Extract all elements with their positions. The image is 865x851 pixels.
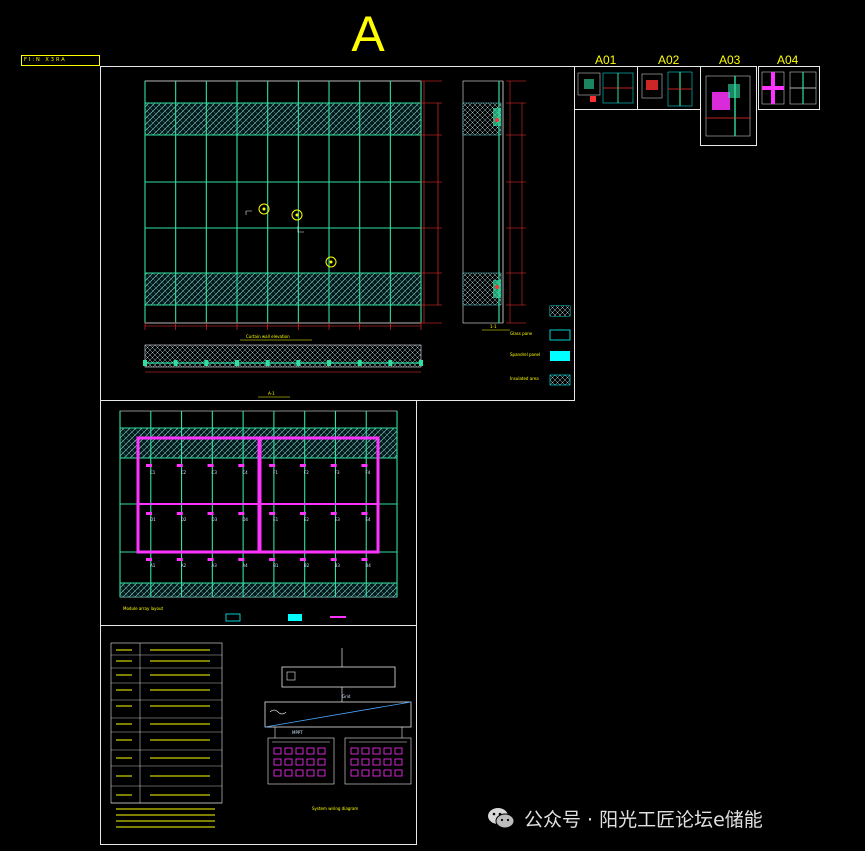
array-module-label: B2	[303, 563, 310, 568]
array-module-label: F4	[365, 470, 371, 475]
legend-strip-text: FI:N X3RA	[24, 57, 67, 63]
array-module-label: D4	[242, 517, 248, 522]
elevation-section-label: 1-1	[490, 324, 497, 329]
array-module-label: E1	[273, 517, 279, 522]
detail-label-a03: A03	[719, 53, 741, 67]
array-module-label: B1	[273, 563, 279, 568]
legend-strip: FI:N X3RA	[21, 55, 100, 66]
array-module-label: A1	[150, 563, 156, 568]
detail-label-a01: A01	[595, 53, 617, 67]
detail-label-a04: A04	[777, 53, 799, 67]
array-module-label: B4	[365, 563, 371, 568]
watermark: 公众号 · 阳光工匠论坛e储能	[486, 803, 763, 833]
array-module-label: C4	[242, 470, 248, 475]
array-module-label: C1	[150, 470, 156, 475]
system-view	[110, 642, 412, 828]
elevation-grid-label: A-1	[268, 391, 275, 396]
array-view	[119, 410, 398, 622]
grid-label: Grid	[342, 694, 351, 699]
array-module-label: F2	[303, 470, 309, 475]
detail-label-a02: A02	[658, 53, 680, 67]
array-module-label: A3	[211, 563, 217, 568]
legend-text-spandrel: Spandrel panel	[510, 352, 541, 357]
system-frame	[100, 625, 417, 845]
array-caption: Module array layout	[123, 606, 164, 611]
detail-drawings	[577, 71, 817, 137]
array-module-label: B3	[334, 563, 340, 568]
array-module-label: D2	[180, 517, 187, 522]
array-module-label: E4	[365, 517, 371, 522]
system-caption: System wiring diagram	[312, 806, 359, 811]
inverter-label: MPPT	[292, 730, 303, 735]
array-module-label: E3	[334, 517, 340, 522]
array-module-label: C2	[180, 470, 187, 475]
legend-text-glass: Glass pane	[510, 331, 533, 336]
array-module-label: D3	[211, 517, 218, 522]
array-module-label: E2	[303, 517, 309, 522]
elevation-view	[143, 80, 571, 398]
detail-frame-a04	[758, 66, 820, 110]
array-module-label: A4	[242, 563, 248, 568]
watermark-text: 公众号 · 阳光工匠论坛e储能	[524, 808, 763, 831]
array-module-label: A2	[180, 563, 187, 568]
array-module-label: C3	[211, 470, 217, 475]
array-module-label: F1	[273, 470, 278, 475]
elevation-caption: Curtain wall elevation	[246, 334, 290, 339]
detail-frame-a03	[700, 66, 757, 146]
wechat-icon	[488, 808, 515, 829]
drawing-title: A	[351, 6, 385, 62]
legend-text-insulated: Insulated area	[510, 376, 539, 381]
array-module-label: F3	[334, 470, 340, 475]
array-module-label: D1	[150, 517, 156, 522]
